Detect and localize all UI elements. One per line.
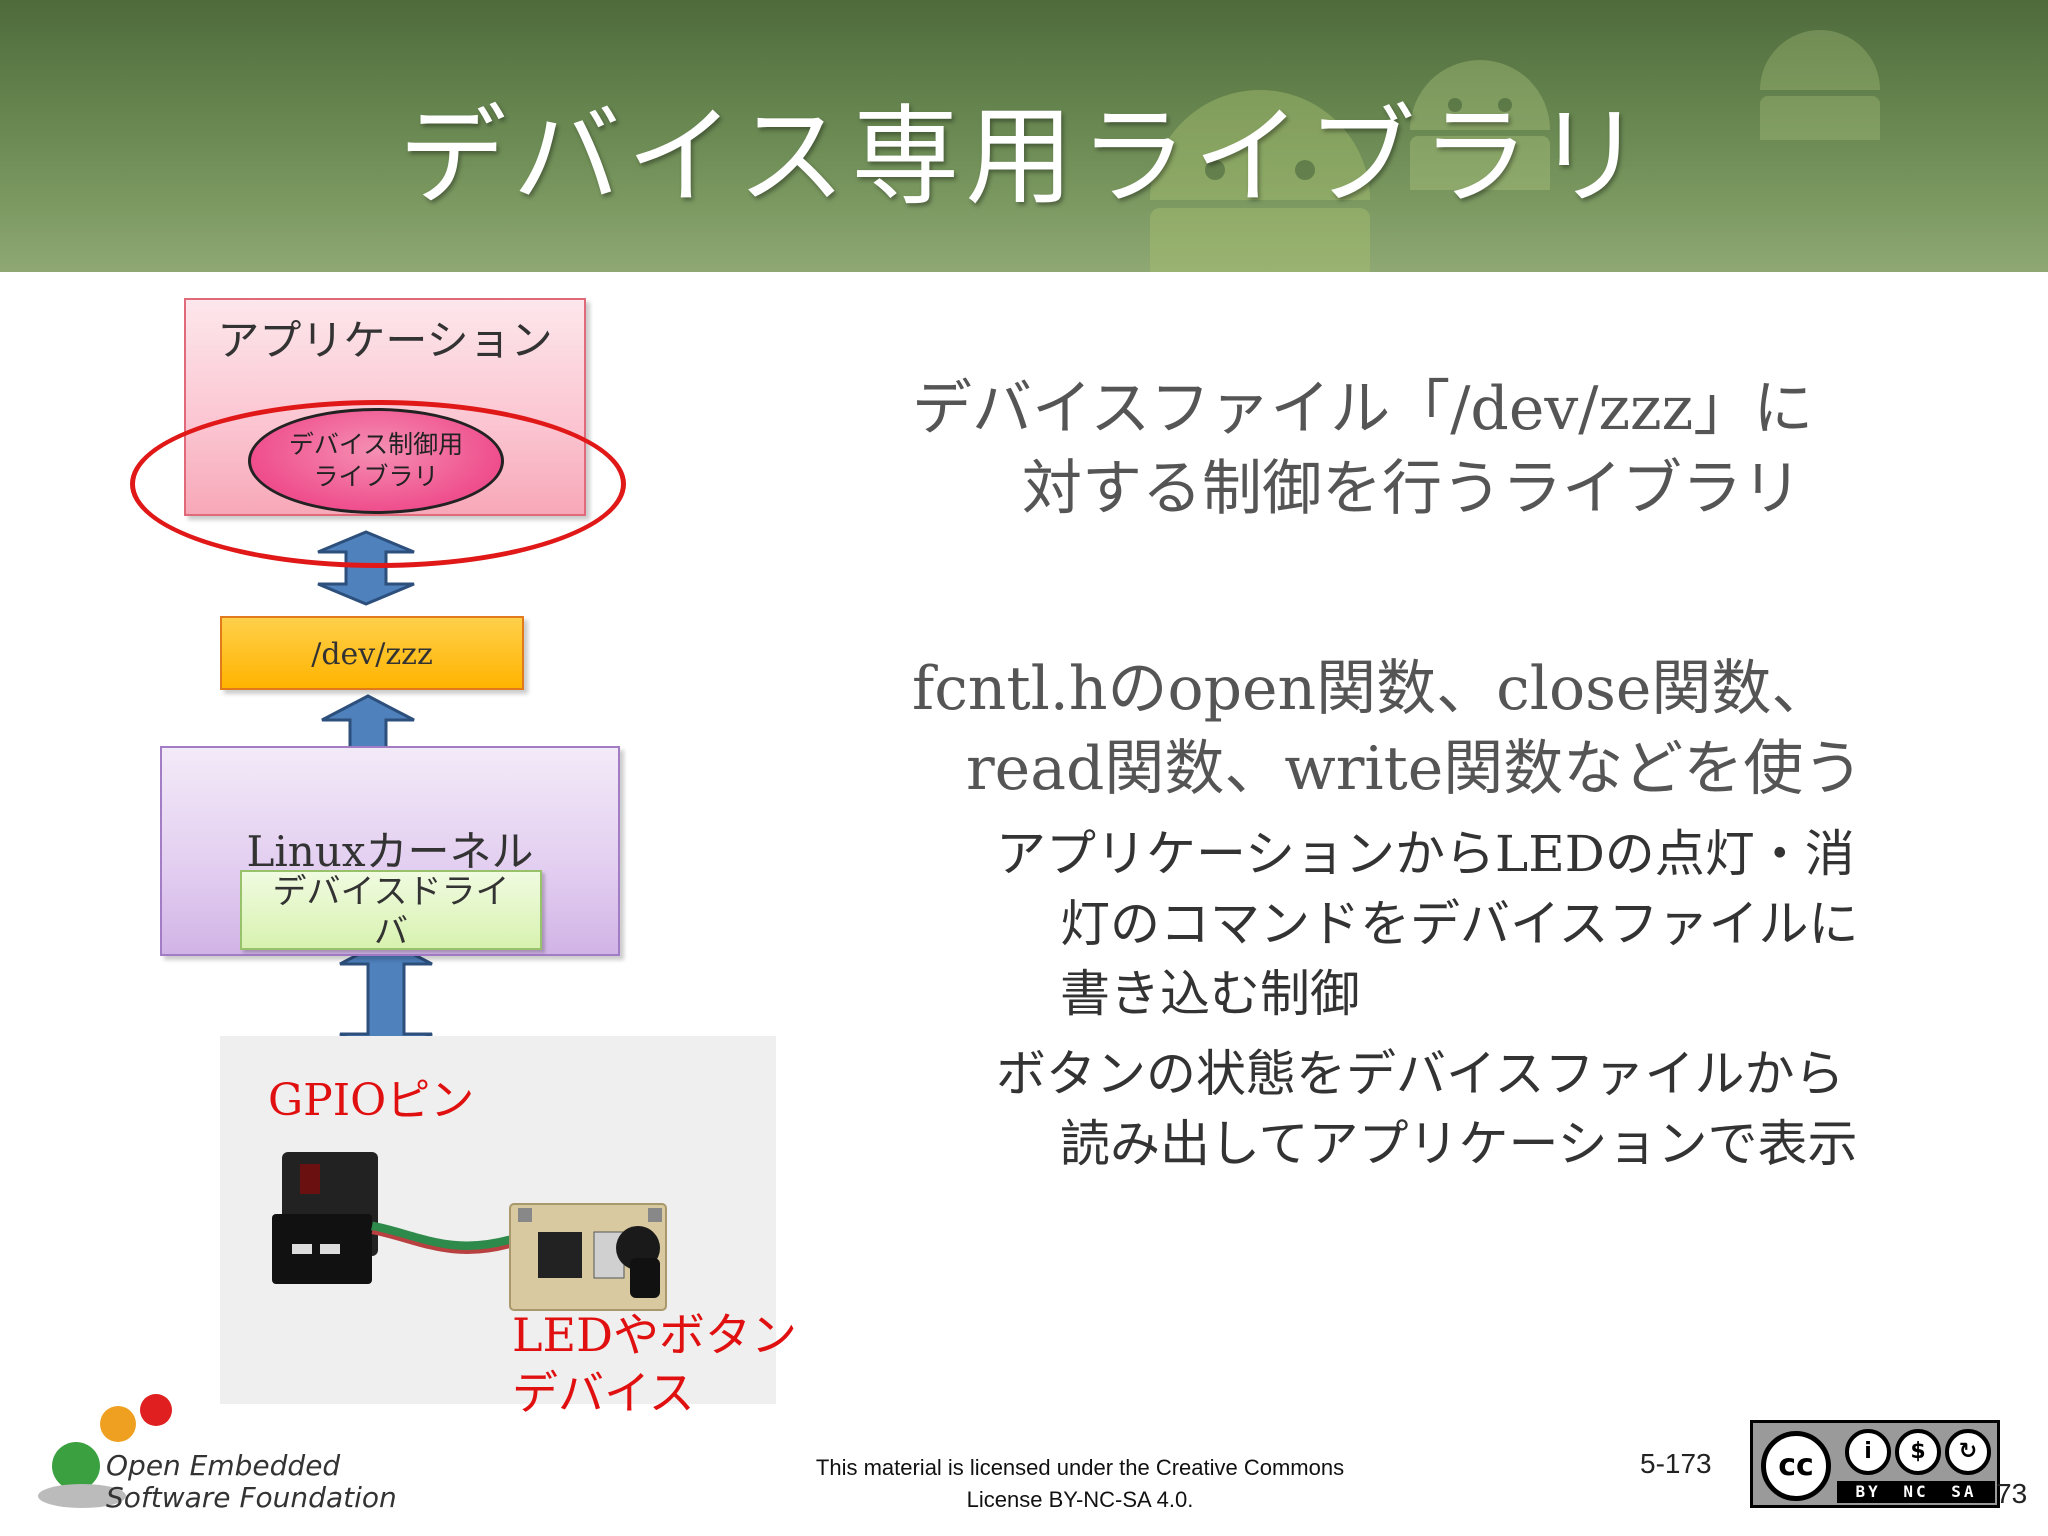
highlight-oval: [130, 400, 626, 568]
creative-commons-icon: cc i $ ↻ BY NC SA: [1750, 1420, 2000, 1508]
led-label-line2: デバイス: [512, 1364, 797, 1422]
sharealike-icon: ↻: [1945, 1429, 1991, 1475]
license-line2: License BY-NC-SA 4.0.: [760, 1484, 1400, 1516]
gpio-pin-label: GPIOピン: [268, 1064, 474, 1128]
logo-line1: Open Embedded: [106, 1450, 397, 1482]
bullet2-line2: read関数、write関数などを使う: [966, 720, 1863, 807]
led-label-line1: LEDやボタン: [512, 1306, 797, 1364]
led-button-device-label: LEDやボタン デバイス: [512, 1306, 797, 1422]
subbullet1-line1: アプリケーションからLEDの点灯・消: [996, 814, 1855, 886]
bullet1-line2: 対する制御を行うライブラリ: [1022, 440, 1802, 527]
bullet1-line1: デバイスファイル「/dev/zzz」に: [912, 360, 1813, 447]
slide-number: 5-173: [1640, 1448, 1712, 1480]
subbullet2-line1: ボタンの状態をデバイスファイルから: [996, 1034, 1845, 1106]
license-notice: This material is licensed under the Crea…: [760, 1452, 1400, 1516]
subbullet1-line3: 書き込む制御: [1060, 954, 1360, 1026]
subbullet1-line2: 灯のコマンドをデバイスファイルに: [1060, 884, 1859, 956]
subbullet2-line2: 読み出してアプリケーションで表示: [1060, 1104, 1858, 1176]
noncommercial-icon: $: [1895, 1429, 1941, 1475]
page-title: デバイス専用ライブラリ: [0, 70, 2048, 226]
bullet2-line1: fcntl.hのopen関数、close関数、: [912, 640, 1831, 727]
logo-line2: Software Foundation: [106, 1482, 397, 1514]
dev-file-box: /dev/zzz: [220, 616, 524, 690]
cc-terms-bar: BY NC SA: [1837, 1481, 1995, 1503]
oesf-logo-text: Open Embedded Software Foundation: [106, 1450, 397, 1514]
driver-label: デバイスドライバ: [266, 872, 516, 950]
cc-circle-icon: cc: [1761, 1431, 1831, 1501]
application-label: アプリケーション: [205, 316, 565, 366]
license-line1: This material is licensed under the Crea…: [760, 1452, 1400, 1484]
device-driver-box: デバイスドライバ: [240, 870, 542, 950]
page-number-tail: 73: [1996, 1478, 2027, 1510]
header-banner: デバイス専用ライブラリ: [0, 0, 2048, 272]
by-person-icon: i: [1845, 1429, 1891, 1475]
